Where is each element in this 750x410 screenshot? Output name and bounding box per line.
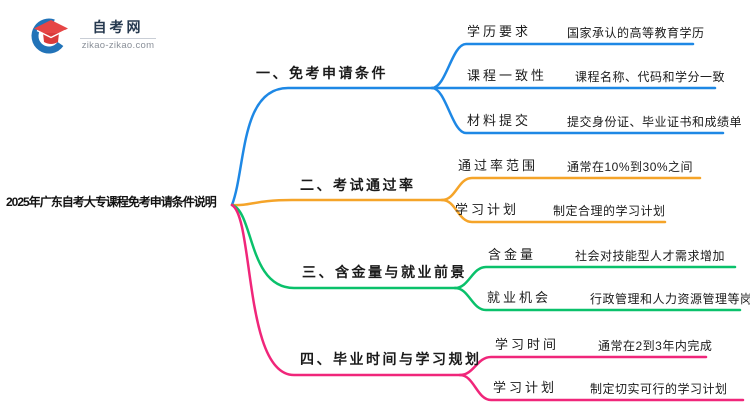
branch-2-line: [230, 198, 444, 207]
subtopic-value[interactable]: 国家承认的高等教育学历: [567, 26, 705, 40]
branch-4-child-2-line: [458, 373, 745, 402]
subtopic-label[interactable]: 通过率范围: [458, 158, 539, 173]
branch-3-child-1-line: [453, 265, 737, 290]
subtopic-value[interactable]: 社会对技能型人才需求增加: [575, 249, 726, 263]
site-logo: 自考网 zikao-zikao.com: [30, 14, 156, 56]
branch-2-child-2-line: [440, 198, 667, 224]
subtopic-value[interactable]: 行政管理和人力资源管理等岗位: [590, 292, 750, 306]
branch-4-child-1-line: [458, 355, 708, 377]
subtopic-value[interactable]: 提交身份证、毕业证书和成绩单: [567, 115, 743, 129]
branch-2-label[interactable]: 二、考试通过率: [300, 177, 416, 193]
branch-3-child-2-line: [453, 286, 742, 312]
subtopic-label[interactable]: 学习计划: [493, 380, 558, 395]
branch-4-line: [230, 203, 462, 377]
branch-1-child-3-line: [430, 86, 725, 135]
logo-domain: zikao-zikao.com: [81, 39, 155, 51]
subtopic-label[interactable]: 学习时间: [495, 337, 560, 352]
subtopic-value[interactable]: 通常在2到3年内完成: [598, 339, 713, 353]
logo-divider: [80, 37, 156, 39]
subtopic-value[interactable]: 通常在10%到30%之间: [567, 160, 694, 174]
subtopic-value[interactable]: 课程名称、代码和学分一致: [575, 70, 726, 84]
subtopic-label[interactable]: 材料提交: [467, 113, 532, 128]
branch-1-label[interactable]: 一、免考申请条件: [256, 65, 388, 81]
branch-4-label[interactable]: 四、毕业时间与学习规划: [300, 351, 482, 367]
subtopic-label[interactable]: 就业机会: [487, 290, 552, 305]
subtopic-label[interactable]: 学习计划: [455, 202, 520, 217]
branch-3-line: [230, 203, 457, 290]
subtopic-label[interactable]: 含金量: [488, 247, 537, 262]
subtopic-value[interactable]: 制定切实可行的学习计划: [590, 382, 728, 396]
subtopic-label[interactable]: 学历要求: [467, 24, 532, 39]
branch-1-line: [230, 86, 434, 207]
graduation-cap-icon: [31, 18, 68, 54]
subtopic-value[interactable]: 制定合理的学习计划: [553, 204, 666, 218]
branch-1-child-1-line: [430, 42, 695, 90]
branch-3-label[interactable]: 三、含金量与就业前景: [302, 264, 467, 280]
branch-2-child-1-line: [440, 176, 702, 202]
logo-title: 自考网: [92, 18, 144, 35]
central-topic[interactable]: 2025年广东自考大专课程免考申请条件说明: [6, 195, 217, 209]
subtopic-label[interactable]: 课程一致性: [467, 68, 548, 83]
